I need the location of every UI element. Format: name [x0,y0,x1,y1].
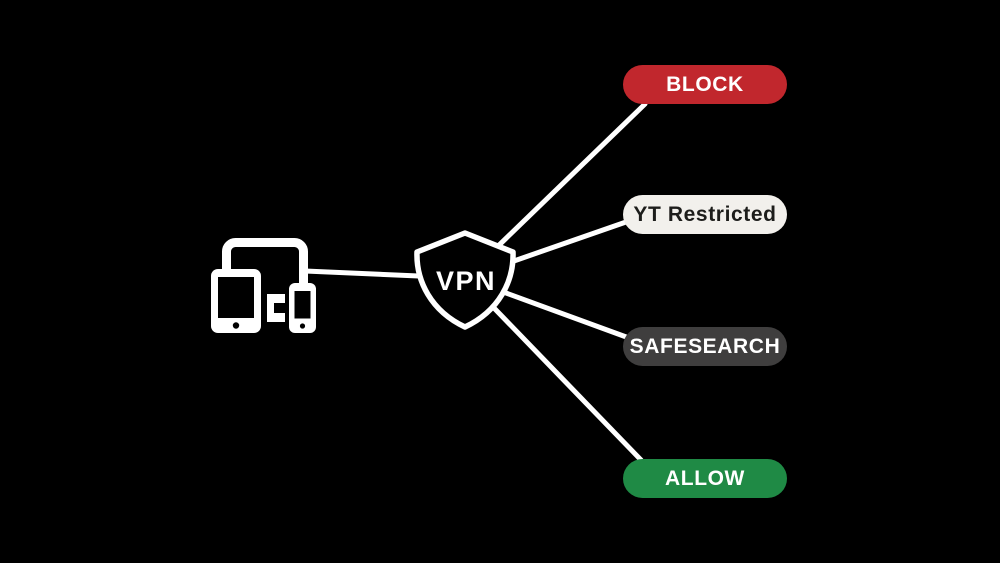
tablet-icon [211,269,261,333]
outcome-label-yt-restricted: YT Restricted [633,202,777,226]
outcome-pill-allow: ALLOW [623,459,787,498]
phone-home-button [299,323,306,329]
phone-icon [289,283,316,333]
outcome-pill-yt-restricted: YT Restricted [623,195,787,234]
laptop-icon [267,294,285,322]
outcome-pill-safesearch: SAFESEARCH [623,327,787,366]
vpn-shield-icon: VPN [414,230,516,330]
outcome-label-safesearch: SAFESEARCH [629,334,781,358]
multi-device-icon [206,238,324,340]
tablet-screen [218,277,254,318]
phone-screen [294,291,311,319]
tablet-home-button [232,322,240,329]
outcome-pill-block: BLOCK [623,65,787,104]
outcome-label-allow: ALLOW [665,466,745,490]
shield-outline [414,230,516,330]
outcome-label-block: BLOCK [666,72,744,96]
vpn-label: VPN [436,266,496,296]
